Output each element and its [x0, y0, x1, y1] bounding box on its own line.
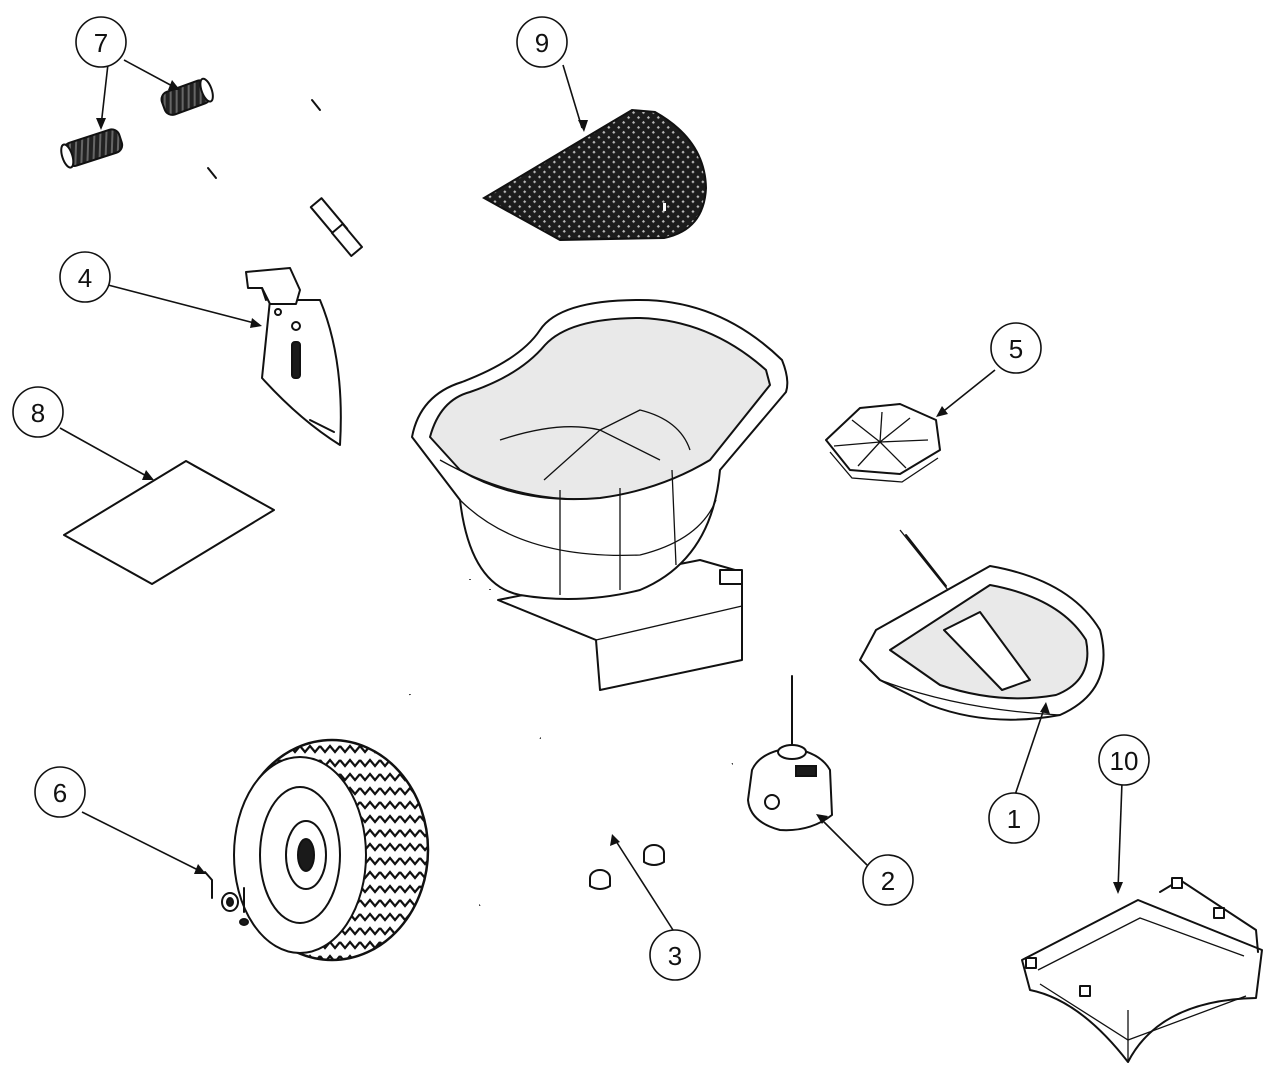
callout-5-label: 5 — [1009, 334, 1023, 364]
callout-10-label: 10 — [1110, 746, 1139, 776]
callout-9: 9 — [516, 16, 568, 68]
wheel-hardware-illustration — [204, 871, 249, 926]
callout-1-label: 1 — [1007, 804, 1021, 834]
callout-2: 2 — [862, 854, 914, 906]
wheel-illustration — [233, 738, 430, 962]
callout-10: 10 — [1098, 734, 1150, 786]
axle-illustration — [478, 761, 734, 908]
gearbox-illustration — [747, 675, 833, 832]
callout-8: 8 — [12, 386, 64, 438]
deflector-housing-illustration — [859, 529, 1105, 721]
callout-6-label: 6 — [53, 778, 67, 808]
callout-3-label: 3 — [668, 941, 682, 971]
callout-6: 6 — [34, 766, 86, 818]
callout-1: 1 — [988, 792, 1040, 844]
deflector-shield-illustration — [1021, 877, 1263, 1063]
callout-7-label: 7 — [94, 28, 108, 58]
callout-5: 5 — [990, 322, 1042, 374]
handle-grips-illustration — [60, 77, 214, 169]
callout-8-label: 8 — [31, 398, 45, 428]
gate-plate-illustration — [245, 267, 342, 446]
callout-9-label: 9 — [535, 28, 549, 58]
callout-4: 4 — [59, 251, 111, 303]
hopper-screen-illustration — [481, 108, 708, 242]
leader-lines — [59, 59, 1123, 931]
callout-4-label: 4 — [78, 263, 92, 293]
callout-2-label: 2 — [881, 866, 895, 896]
callout-7: 7 — [75, 16, 127, 68]
manual-illustration — [63, 460, 275, 585]
spinner-illustration — [825, 403, 941, 483]
callout-3: 3 — [649, 929, 701, 981]
spreader-assembly-illustration — [145, 81, 789, 742]
